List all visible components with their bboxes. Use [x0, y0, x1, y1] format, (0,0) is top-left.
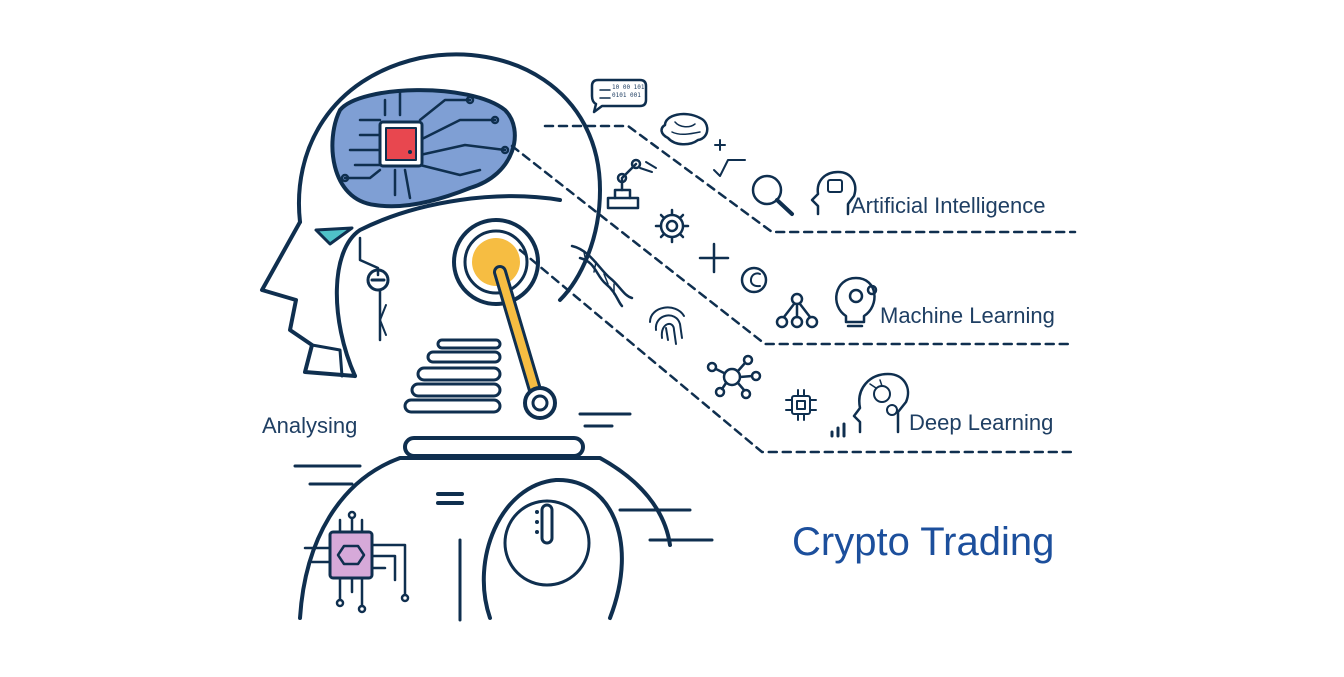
ear-yellow [472, 238, 520, 286]
body-dial [481, 477, 624, 620]
ear-outer [452, 218, 540, 306]
eye [314, 226, 354, 246]
math-icon [713, 139, 746, 177]
network-tree-icon [775, 292, 819, 329]
body-chip [303, 510, 410, 614]
leader-lines [510, 124, 1077, 454]
bubble-line-1: 10 00 101 [612, 84, 645, 91]
bubble-line-2: 0101 001 [612, 92, 641, 99]
coin-icon [740, 266, 768, 294]
ai-head-icon [810, 170, 857, 216]
label-analysing: Analysing [262, 413, 358, 438]
network-hub-icon [706, 354, 762, 400]
neck-stack [403, 338, 585, 458]
dna-icon [570, 244, 634, 308]
gear-icon [654, 208, 690, 244]
rod-joint [523, 386, 557, 420]
label-deep-learning: Deep Learning [909, 410, 1054, 435]
brain-circuits [340, 90, 510, 200]
lightbulb-gear-icon [835, 276, 878, 328]
ear-inner [463, 229, 529, 295]
chip-icon [785, 389, 817, 421]
neck-line [310, 343, 344, 378]
body-outline [298, 456, 672, 620]
head-outline [297, 52, 602, 302]
label-crypto-trading: Crypto Trading [792, 520, 1055, 564]
magnifier-icon [751, 174, 794, 216]
label-machine-learning: Machine Learning [880, 303, 1055, 328]
plus-icon [698, 242, 730, 274]
label-artificial-intelligence: Artificial Intelligence [851, 193, 1046, 218]
fingerprint-icon [649, 306, 685, 345]
head-gears-icon [852, 372, 910, 434]
face-port [366, 268, 390, 292]
brain-icon [660, 112, 709, 146]
speech-bubble-icon [590, 78, 648, 114]
robot-arm-icon [606, 158, 657, 210]
bar-chart-icon [830, 422, 846, 438]
face-profile [260, 220, 357, 378]
helmet-inner [334, 194, 562, 378]
brain-chip-core [385, 127, 417, 161]
